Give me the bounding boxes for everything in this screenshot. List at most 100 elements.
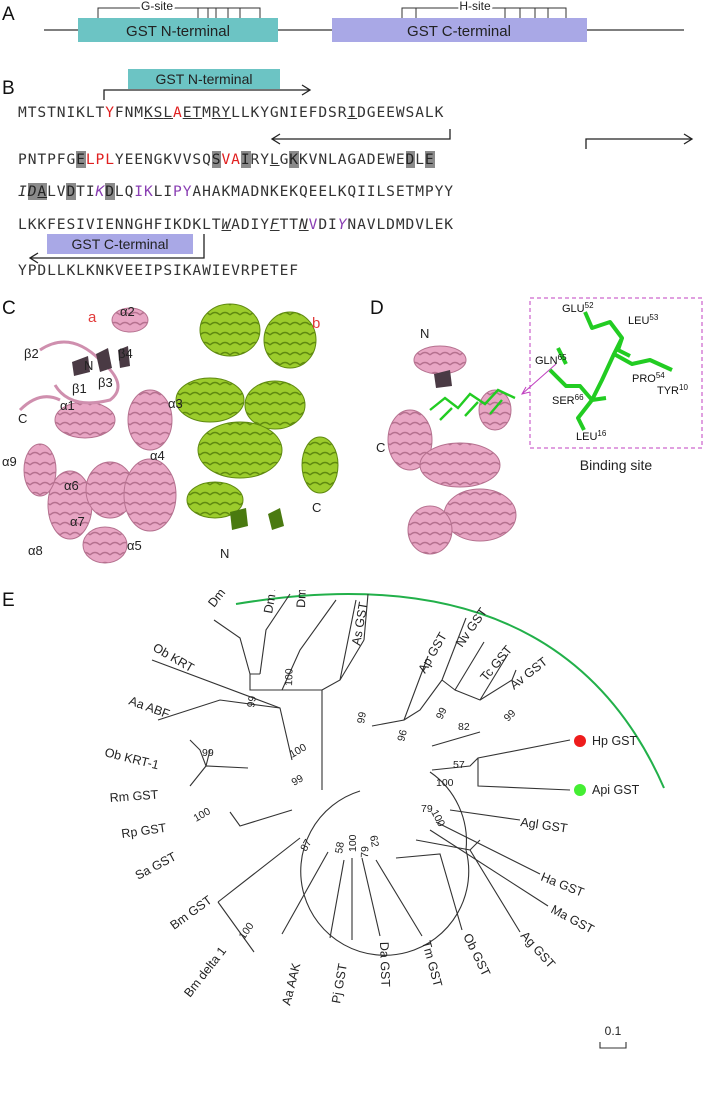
label-beta3: β3 <box>98 375 113 390</box>
c-terminal-seq-box <box>47 234 193 254</box>
bootstrap-18: 100 <box>192 805 213 824</box>
sequence-annotations: GST N-terminal GST C-terminal <box>28 69 694 264</box>
panel-label-b: B <box>2 78 15 99</box>
taxon-ma-gst: Ma GST <box>549 902 597 936</box>
bootstrap-1: 99 <box>245 695 259 709</box>
clade-arc <box>235 593 665 789</box>
binding-site-sticks <box>548 311 673 431</box>
bootstrap-20: 100 <box>288 741 309 760</box>
bootstrap-values: 99 100 99 96 99 82 99 57 100 79 100 62 1… <box>192 668 519 942</box>
sequence-line-5: YPDLLKLKNKVEEIPSIKAWIEVRPETEF <box>18 262 299 279</box>
ligand-sticks <box>429 388 516 421</box>
label-alpha9: α9 <box>2 454 17 469</box>
residue-ser66: SER66 <box>552 393 584 407</box>
bootstrap-9: 100 <box>436 777 454 789</box>
taxon-aa-aak: Aa AAK <box>279 961 303 1007</box>
api-gst-marker <box>574 784 586 796</box>
sequence-line-2: PNTPFGELPLYEENGKVVSQSVAIRYLGKKVNLAGADEWE… <box>18 151 435 168</box>
residue-leu16: LEU16 <box>576 429 607 443</box>
taxon-tc-gst: Tc GST <box>478 643 516 684</box>
c-terminal-domain-box <box>332 18 587 42</box>
residue-labels: GLU52 LEU53 GLN65 PRO54 TYR10 SER66 LEU1… <box>535 301 688 443</box>
taxon-pj-gst: Pj GST <box>329 962 350 1004</box>
taxon-rp-gst: Rp GST <box>120 821 167 841</box>
bootstrap-15: 58 <box>333 841 347 855</box>
binding-site-box <box>529 297 703 449</box>
label-alpha4: α4 <box>150 448 165 463</box>
binding-site-structure: N C GLU52 LEU53 GLN65 PRO54 TYR10 SER66 … <box>376 297 703 555</box>
bootstrap-8: 57 <box>453 759 465 771</box>
h-site-bracket <box>401 7 567 18</box>
bootstrap-14: 79 <box>359 846 371 858</box>
n-terminal-seq-box <box>128 69 280 89</box>
h-site-label: H-site <box>459 0 491 13</box>
sequence-line-3: IDALVDTIKDLQIKLIPYAHAKMADNKEKQEELKQIILSE… <box>18 183 454 200</box>
taxon-ag-gst: Ag GST <box>518 929 558 972</box>
scale-bar-label: 0.1 <box>605 1024 622 1038</box>
sequence-line-4: LKKFESIVIENNGHFIKDKLTWADIYFTTNVDIYNAVLDM… <box>18 216 454 233</box>
label-n-b: N <box>220 546 229 561</box>
dimer-structure: a b α2 α1 α3 α4 α5 α6 α7 α8 α9 β1 β2 β3 … <box>2 303 339 564</box>
taxon-agl-gst: Agl GST <box>520 815 569 835</box>
taxon-ob-krt: Ob KRT <box>151 640 197 675</box>
structure-c-labels: α2 α1 α3 α4 α5 α6 α7 α8 α9 β1 β2 β3 β4 N… <box>2 304 321 561</box>
taxon-dm-s1-d: Dm S1-D <box>261 590 284 615</box>
binding-site-caption: Binding site <box>580 457 653 473</box>
label-alpha8: α8 <box>28 543 43 558</box>
scale-bar <box>599 1042 627 1049</box>
label-beta4: β4 <box>118 346 133 361</box>
bootstrap-5: 99 <box>434 705 450 721</box>
label-alpha2: α2 <box>120 304 135 319</box>
taxon-aa-abf: Aa ABF <box>127 694 172 722</box>
residue-glu52: GLU52 <box>562 301 594 315</box>
domain-architecture: GST N-terminal GST C-terminal G-site H-s… <box>44 0 684 42</box>
beta-strands-b <box>230 508 284 530</box>
chain-a-label: a <box>88 309 97 326</box>
panel-label-d: D <box>370 298 384 319</box>
taxon-ap-gst: Ap GST <box>415 630 450 676</box>
taxon-bm-delta-1: Bm delta 1 <box>181 944 229 1000</box>
taxon-api-gst: Api GST <box>592 783 640 797</box>
g-site-label: G-site <box>141 0 173 13</box>
g-site-bracket <box>97 7 261 18</box>
chain-a-ribbon <box>18 307 177 564</box>
tree-branches <box>151 593 571 953</box>
taxon-da-gst: Da GST <box>377 942 393 988</box>
bootstrap-7: 99 <box>502 707 519 724</box>
taxon-hp-gst: Hp GST <box>592 734 638 748</box>
bootstrap-21: 99 <box>290 772 306 788</box>
taxon-bm-gst: Bm GST <box>168 893 215 933</box>
label-alpha5: α5 <box>127 538 142 553</box>
label-alpha3: α3 <box>168 396 183 411</box>
phylogenetic-tree: Dm S1 Dm S1-D Dm S1-A As GST Ap GST Nv G… <box>103 590 665 1049</box>
monomer-ribbon <box>387 345 517 555</box>
n-terminal-domain-label: GST N-terminal <box>126 23 230 40</box>
monomer-c-label: C <box>376 440 385 455</box>
sequence-line-1: MTSTNIKLTYFNMKSLAETMRYLLKYGNIEFDSRIDGEEW… <box>18 104 445 121</box>
taxon-tm-gst: Tm GST <box>419 939 445 989</box>
residue-tyr10: TYR10 <box>657 383 688 397</box>
bootstrap-17: 100 <box>237 920 257 941</box>
residue-gln65: GLN65 <box>535 353 567 367</box>
taxon-ob-gst: Ob GST <box>460 931 493 979</box>
beta-strands-a <box>72 346 130 376</box>
bootstrap-2: 100 <box>283 668 296 686</box>
bootstrap-10: 79 <box>421 803 433 815</box>
taxon-as-gst: As GST <box>349 601 370 647</box>
residue-pro54: PRO54 <box>632 371 665 385</box>
bootstrap-4: 96 <box>395 728 410 743</box>
label-alpha7: α7 <box>70 514 85 529</box>
taxon-ob-krt-1: Ob KRT-1 <box>103 745 160 772</box>
n-terminal-domain-box <box>78 18 278 42</box>
bootstrap-19: 99 <box>202 747 214 759</box>
bootstrap-16: 87 <box>298 837 314 853</box>
chain-b-label: b <box>312 315 320 332</box>
label-c-a: C <box>18 411 27 426</box>
label-alpha6: α6 <box>64 478 79 493</box>
label-c-b: C <box>312 500 321 515</box>
label-beta2: β2 <box>24 346 39 361</box>
hp-gst-marker <box>574 735 586 747</box>
label-n-a: N <box>84 358 93 373</box>
monomer-n-label: N <box>420 326 429 341</box>
monomer-beta-strand <box>434 370 452 388</box>
